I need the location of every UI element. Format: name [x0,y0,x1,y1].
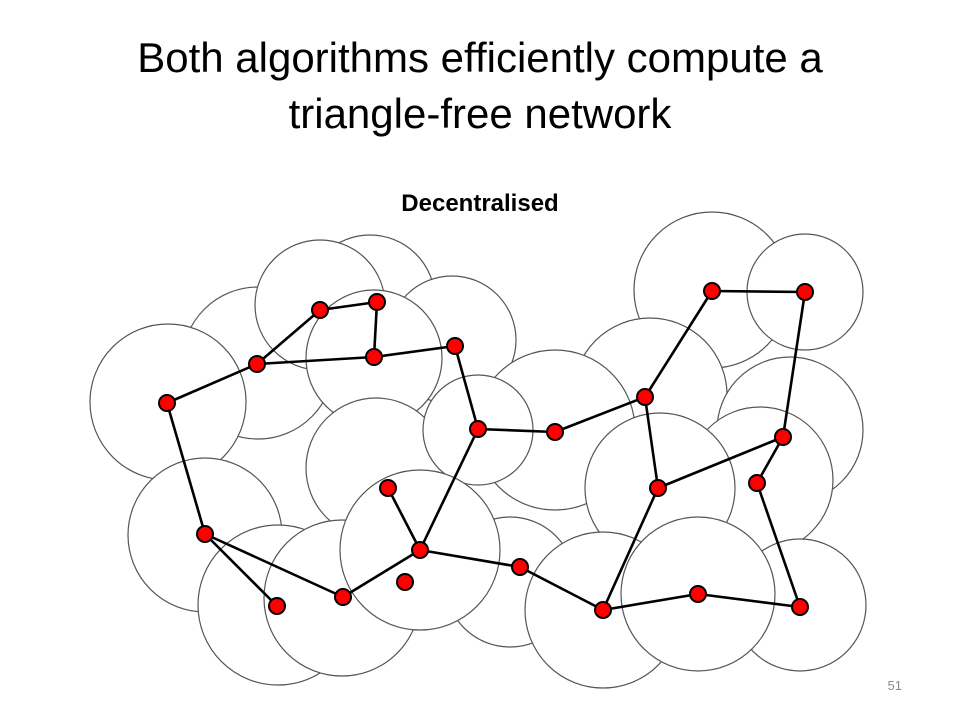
node-n1 [311,301,329,319]
node-n20 [334,588,352,606]
node-n24 [791,598,809,616]
node-n23 [689,585,707,603]
diagram-subtitle: Decentralised [401,190,559,217]
edge-n23-n24 [697,592,801,609]
node-n19 [396,573,414,591]
edge-n22-n23 [602,592,699,612]
node-n7 [469,420,487,438]
edge-n20-n17 [342,548,421,599]
edge-n7-n17 [418,428,480,551]
node-n10 [796,283,814,301]
network-edges [165,289,807,612]
node-n18 [511,558,529,576]
edge-n3-n4 [256,355,375,366]
node-n4 [365,348,383,366]
edge-n7-n8 [477,427,556,434]
edge-n1-n3 [256,309,321,365]
edge-n6-n16 [165,402,207,535]
edge-n5-n7 [453,345,480,430]
slide-title-line2: triangle-free network [288,90,672,137]
node-n21 [268,597,286,615]
edge-n13-n12 [657,435,784,490]
edge-n1-n2 [319,300,378,312]
edge-n16-n20 [204,532,344,599]
edge-n18-n22 [519,565,604,612]
edge-n14-n24 [755,482,802,608]
edge-n3-n6 [166,362,258,405]
node-n5 [446,337,464,355]
node-n16 [196,525,214,543]
node-n2 [368,293,386,311]
node-n17 [411,541,429,559]
network-nodes [158,282,814,619]
edge-n4-n5 [373,344,456,359]
edge-n11-n9 [643,290,714,398]
edge-n13-n22 [601,487,660,611]
node-n8 [546,423,564,441]
node-n12 [774,428,792,446]
node-n6 [158,394,176,412]
edge-n15-n17 [386,487,422,551]
edge-n16-n21 [204,533,278,607]
node-n14 [748,474,766,492]
node-n15 [379,479,397,497]
slide-title: Both algorithms efficiently compute a tr… [0,30,960,142]
node-n13 [649,479,667,497]
edge-n10-n12 [781,291,807,438]
edge-n8-n11 [554,395,646,434]
edge-n11-n13 [643,396,660,489]
edge-n17-n18 [419,548,521,569]
node-n3 [248,355,266,373]
edge-n9-n10 [711,289,806,294]
slide-title-line1: Both algorithms efficiently compute a [137,34,823,81]
node-n11 [636,388,654,406]
page-number: 51 [887,678,902,693]
node-n22 [594,601,612,619]
edge-n2-n4 [372,301,379,358]
node-n9 [703,282,721,300]
